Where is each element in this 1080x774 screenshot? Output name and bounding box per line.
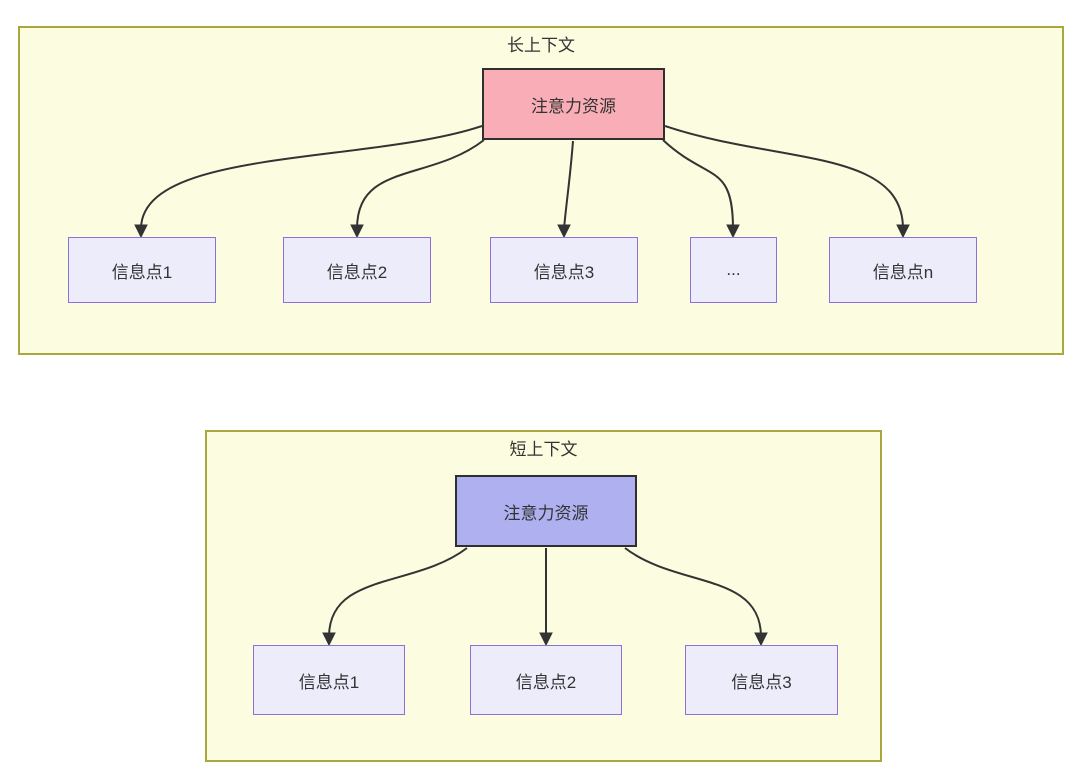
- panel-long-context-title: 长上下文: [507, 36, 575, 55]
- attention-node-short: 注意力资源: [455, 475, 637, 547]
- info-node-long-ellipsis: ...: [690, 237, 777, 303]
- info-node-short-1: 信息点1: [253, 645, 405, 715]
- info-node-long-2: 信息点2: [283, 237, 431, 303]
- info-node-long-1: 信息点1: [68, 237, 216, 303]
- panel-short-context-title: 短上下文: [509, 440, 578, 459]
- info-node-short-3: 信息点3: [685, 645, 838, 715]
- info-node-long-3: 信息点3: [490, 237, 638, 303]
- info-node-short-2: 信息点2: [470, 645, 622, 715]
- info-node-long-n: 信息点n: [829, 237, 977, 303]
- attention-node-long: 注意力资源: [482, 68, 665, 140]
